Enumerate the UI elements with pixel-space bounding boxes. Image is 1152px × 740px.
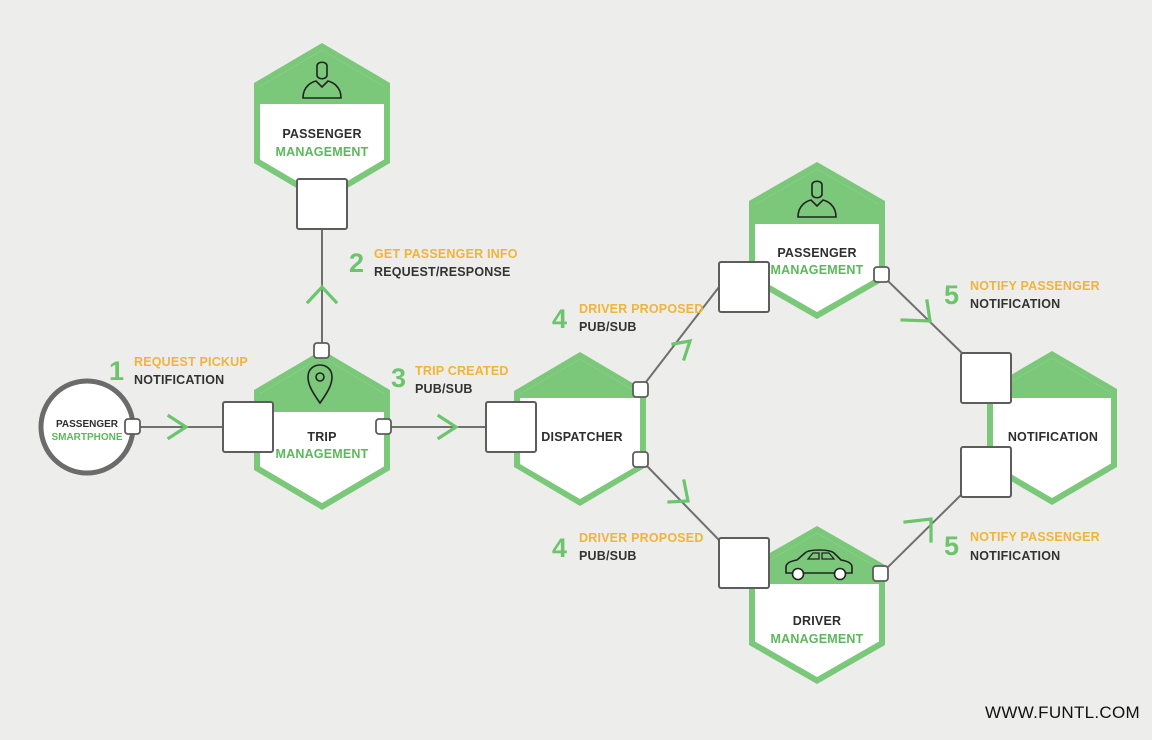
step-subtitle: PUB/SUB	[415, 382, 473, 396]
arrow-right-icon	[436, 413, 459, 441]
step-subtitle: REQUEST/RESPONSE	[374, 265, 511, 279]
hex-notification: NOTIFICATION	[987, 351, 1117, 505]
node-title: DISPATCHER	[541, 430, 622, 444]
node-title: NOTIFICATION	[1008, 430, 1098, 444]
step-subtitle: NOTIFICATION	[970, 297, 1060, 311]
passenger-smartphone-node: PASSENGER SMARTPHONE	[38, 378, 136, 476]
port-small-square	[124, 418, 141, 435]
ports	[124, 178, 1012, 589]
port-small-square	[632, 381, 649, 398]
step-number: 5	[944, 280, 959, 310]
node-subtitle: MANAGEMENT	[771, 632, 864, 646]
port-small-square	[873, 266, 890, 283]
node-subtitle: MANAGEMENT	[276, 447, 369, 461]
step-subtitle: PUB/SUB	[579, 549, 637, 563]
port-square	[485, 401, 537, 453]
port-square	[960, 352, 1012, 404]
step-4-label-bottom: 4 DRIVER PROPOSED PUB/SUB	[552, 531, 704, 563]
port-small-square	[313, 342, 330, 359]
port-small-square	[632, 451, 649, 468]
port-square	[960, 446, 1012, 498]
node-title: PASSENGER	[777, 246, 856, 260]
arrow-right-icon	[166, 413, 189, 441]
step-title: NOTIFY PASSENGER	[970, 530, 1100, 544]
step-title: DRIVER PROPOSED	[579, 302, 704, 316]
node-title: PASSENGER	[56, 419, 119, 430]
step-subtitle: PUB/SUB	[579, 320, 637, 334]
hex-trip-management: TRIP MANAGEMENT	[254, 350, 390, 510]
watermark: WWW.FUNTL.COM	[985, 703, 1140, 722]
connector-dispatcher-passenger	[645, 286, 720, 383]
step-title: NOTIFY PASSENGER	[970, 279, 1100, 293]
step-number: 1	[109, 356, 124, 386]
step-title: REQUEST PICKUP	[134, 355, 248, 369]
hex-driver-management: DRIVER MANAGEMENT	[749, 526, 885, 684]
port-square	[718, 537, 770, 589]
step-number: 4	[552, 533, 567, 563]
port-square	[718, 261, 770, 313]
step-number: 3	[391, 363, 406, 393]
person-icon	[797, 180, 837, 218]
step-subtitle: NOTIFICATION	[134, 373, 224, 387]
port-square	[222, 401, 274, 453]
node-subtitle: MANAGEMENT	[771, 263, 864, 277]
arrow-up-right-icon	[671, 338, 693, 362]
step-subtitle: NOTIFICATION	[970, 549, 1060, 563]
arrow-down-right-icon	[900, 299, 932, 323]
step-5-label-top: 5 NOTIFY PASSENGER NOTIFICATION	[944, 279, 1100, 311]
step-5-label-bottom: 5 NOTIFY PASSENGER NOTIFICATION	[944, 530, 1100, 563]
arrow-down-right-icon	[667, 479, 690, 504]
port-small-square	[375, 418, 392, 435]
arrow-up-right-icon	[903, 517, 933, 543]
map-pin-icon	[307, 364, 333, 405]
node-title: PASSENGER	[282, 127, 361, 141]
port-small-square	[872, 565, 889, 582]
connector-driver-notification	[887, 492, 964, 568]
step-2-label: 2 GET PASSENGER INFO REQUEST/RESPONSE	[349, 247, 518, 279]
step-number: 4	[552, 304, 567, 334]
node-subtitle: SMARTPHONE	[51, 432, 122, 443]
person-icon	[302, 61, 342, 99]
step-number: 5	[944, 531, 959, 561]
step-1-label: 1 REQUEST PICKUP NOTIFICATION	[109, 355, 248, 387]
step-title: GET PASSENGER INFO	[374, 247, 518, 261]
step-3-label: 3 TRIP CREATED PUB/SUB	[391, 363, 509, 396]
step-4-label-top: 4 DRIVER PROPOSED PUB/SUB	[552, 302, 704, 334]
step-title: TRIP CREATED	[415, 364, 509, 378]
node-title: DRIVER	[793, 614, 841, 628]
hex-dispatcher: DISPATCHER	[514, 352, 646, 506]
car-icon	[785, 549, 853, 581]
step-number: 2	[349, 248, 364, 278]
node-title: TRIP	[307, 430, 336, 444]
hex-passenger-management-right: PASSENGER MANAGEMENT	[749, 162, 885, 319]
connector-passenger-notification	[887, 280, 964, 355]
port-square	[296, 178, 348, 230]
step-title: DRIVER PROPOSED	[579, 531, 704, 545]
arrow-up-icon	[305, 284, 339, 305]
node-subtitle: MANAGEMENT	[276, 145, 369, 159]
flow-arrows	[166, 284, 933, 543]
